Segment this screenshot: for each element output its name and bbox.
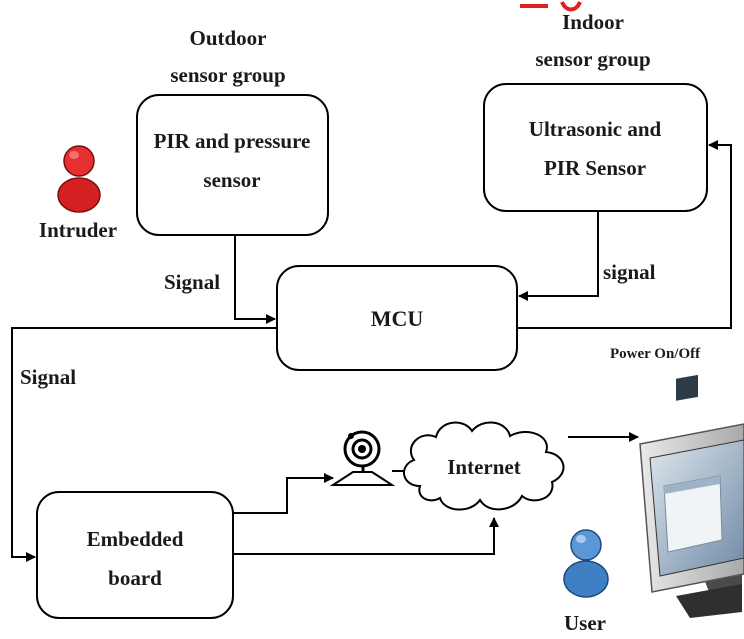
pir-pressure-label-line1: PIR and pressure <box>154 129 311 153</box>
embedded-board-box: Embedded board <box>36 491 234 619</box>
embedded-to-camera-arrow <box>233 473 334 514</box>
internet-cloud-icon <box>403 421 565 511</box>
pir-pressure-sensor-box: PIR and pressure sensor <box>136 94 329 236</box>
top-red-fragment <box>520 1 582 12</box>
user-label: User <box>564 611 606 635</box>
indoor-group-title-line2: sensor group <box>535 47 650 71</box>
mcu-to-embedded-arrow <box>11 327 277 562</box>
indoor-to-mcu-arrow <box>518 211 599 301</box>
ultrasonic-label-line2: PIR Sensor <box>544 156 646 180</box>
left-signal-label: Signal <box>20 365 76 389</box>
embedded-label-line1: Embedded <box>87 527 184 551</box>
outdoor-to-mcu-arrow <box>234 235 276 324</box>
pir-pressure-label-line2: sensor <box>203 168 260 192</box>
embedded-label-line2: board <box>108 566 162 590</box>
outdoor-signal-label: Signal <box>164 270 220 294</box>
webcam-icon <box>329 430 396 486</box>
computer-monitor-icon <box>639 374 744 618</box>
intruder-person-icon <box>57 145 101 213</box>
ultrasonic-pir-sensor-box: Ultrasonic and PIR Sensor <box>483 83 708 212</box>
mcu-box: MCU <box>276 265 518 371</box>
indoor-group-title-line1: Indoor <box>562 10 624 34</box>
intruder-label: Intruder <box>39 218 117 242</box>
outdoor-group-title-line1: Outdoor <box>189 26 266 50</box>
power-label: Power On/Off <box>610 346 701 362</box>
outdoor-group-title-line2: sensor group <box>170 63 285 87</box>
internet-label: Internet <box>447 455 520 479</box>
user-person-icon <box>563 529 609 598</box>
ultrasonic-label-line1: Ultrasonic and <box>529 117 662 141</box>
power-control-arrow <box>517 140 732 329</box>
mcu-label: MCU <box>371 306 424 331</box>
embedded-to-internet-arrow <box>233 517 499 555</box>
indoor-signal-label: signal <box>603 260 656 284</box>
